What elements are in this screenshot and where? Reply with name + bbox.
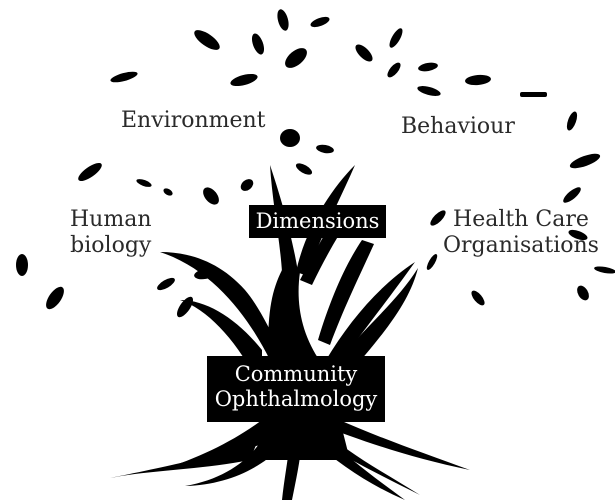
leaf <box>240 179 254 191</box>
leaf <box>430 210 446 226</box>
leaf <box>280 129 300 147</box>
leaf <box>230 73 258 87</box>
root-left-2 <box>160 420 270 470</box>
leaf <box>426 254 438 270</box>
leaf <box>355 44 373 62</box>
leaf <box>310 16 330 28</box>
leaf <box>569 153 601 169</box>
leaf <box>568 229 588 241</box>
leaf <box>285 48 307 68</box>
leaf <box>194 30 220 50</box>
root-center <box>282 440 302 500</box>
branch-far-right <box>330 268 418 378</box>
leaf <box>563 187 581 203</box>
leaf <box>157 277 175 291</box>
branch-left <box>160 252 280 360</box>
label-human-biology: Human biology <box>70 207 152 259</box>
leaf <box>295 163 313 175</box>
leaf <box>520 92 547 97</box>
leaf <box>277 9 289 31</box>
leaf <box>417 86 441 96</box>
branch-right <box>318 240 374 345</box>
root-left <box>110 440 258 478</box>
label-health-care-line1: Health Care <box>453 207 589 232</box>
root-right <box>305 425 420 495</box>
leaf <box>316 144 334 154</box>
root-right-2 <box>320 418 470 470</box>
label-human-biology-line1: Human <box>70 207 152 232</box>
leaf <box>78 162 102 182</box>
leaf <box>110 71 138 83</box>
leaf <box>251 33 265 55</box>
branch-left-low <box>180 300 262 390</box>
community-ophthalmology-box: Community Ophthalmology <box>207 356 385 422</box>
leaf <box>594 266 615 274</box>
branch-right-mid <box>326 262 415 362</box>
leaf <box>16 254 28 276</box>
leaf <box>176 296 194 318</box>
label-environment: Environment <box>121 108 266 133</box>
leaf <box>465 74 491 86</box>
leaves <box>16 9 615 318</box>
leaf <box>471 290 485 306</box>
leaf <box>389 28 403 48</box>
root-right-3 <box>312 436 405 500</box>
label-health-care-organisations: Health Care Organisations <box>443 207 599 259</box>
leaf <box>46 286 64 310</box>
leaf <box>577 285 589 301</box>
label-behaviour: Behaviour <box>401 114 515 139</box>
root-left-3 <box>185 430 280 486</box>
root-box-line2: Ophthalmology <box>214 387 378 411</box>
label-health-care-line2: Organisations <box>443 233 599 258</box>
leaf <box>163 188 173 196</box>
leaf <box>418 62 438 72</box>
label-human-biology-line2: biology <box>70 233 152 258</box>
leaf <box>387 62 401 78</box>
leaf <box>136 179 152 187</box>
leaf <box>566 111 578 131</box>
root-box-line1: Community <box>234 362 358 386</box>
leaf <box>203 187 219 205</box>
dimensions-box: Dimensions <box>249 205 386 238</box>
